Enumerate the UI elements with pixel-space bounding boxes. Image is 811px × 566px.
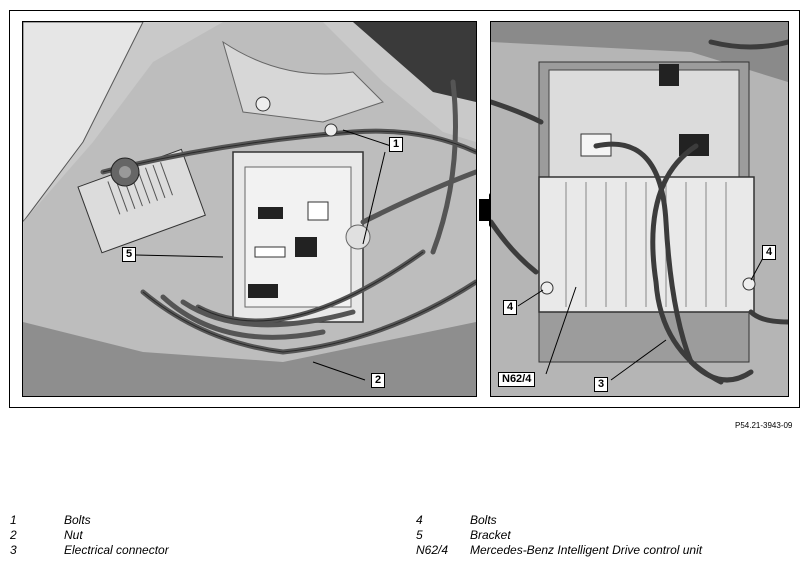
legend-number: 1: [10, 513, 17, 527]
legend-number: 3: [10, 543, 17, 557]
callout-3: 3: [594, 377, 609, 392]
legend-row: 2 Nut: [10, 528, 390, 543]
legend-row: 3 Electrical connector: [10, 543, 390, 558]
legend-text: Bolts: [470, 513, 497, 527]
legend-number: 2: [10, 528, 17, 542]
legend-left: 1 Bolts 2 Nut 3 Electrical connector: [10, 513, 390, 558]
legend-row: 4 Bolts: [416, 513, 806, 528]
figure-reference: P54.21-3943-09: [735, 421, 793, 430]
legend-text: Bracket: [470, 528, 511, 542]
legend-number: 4: [416, 513, 423, 527]
legend-text: Electrical connector: [64, 543, 169, 557]
detail-illustration: [490, 21, 789, 397]
legend-text: Nut: [64, 528, 83, 542]
legend-row: 1 Bolts: [10, 513, 390, 528]
callout-4-right: 4: [762, 245, 777, 260]
legend-number: 5: [416, 528, 423, 542]
callout-n62-4: N62/4: [498, 372, 536, 387]
legend-number: N62/4: [416, 543, 449, 557]
legend-row: 5 Bracket: [416, 528, 806, 543]
legend-row: N62/4 Mercedes-Benz Intelligent Drive co…: [416, 543, 806, 558]
callout-4-left: 4: [503, 300, 518, 315]
legend-right: 4 Bolts 5 Bracket N62/4 Mercedes-Benz In…: [416, 513, 806, 558]
callout-5: 5: [122, 247, 137, 262]
callout-2: 2: [371, 373, 386, 388]
legend-text: Bolts: [64, 513, 91, 527]
overview-illustration: [22, 21, 477, 397]
callout-1: 1: [389, 137, 404, 152]
legend-text: Mercedes-Benz Intelligent Drive control …: [470, 543, 703, 557]
